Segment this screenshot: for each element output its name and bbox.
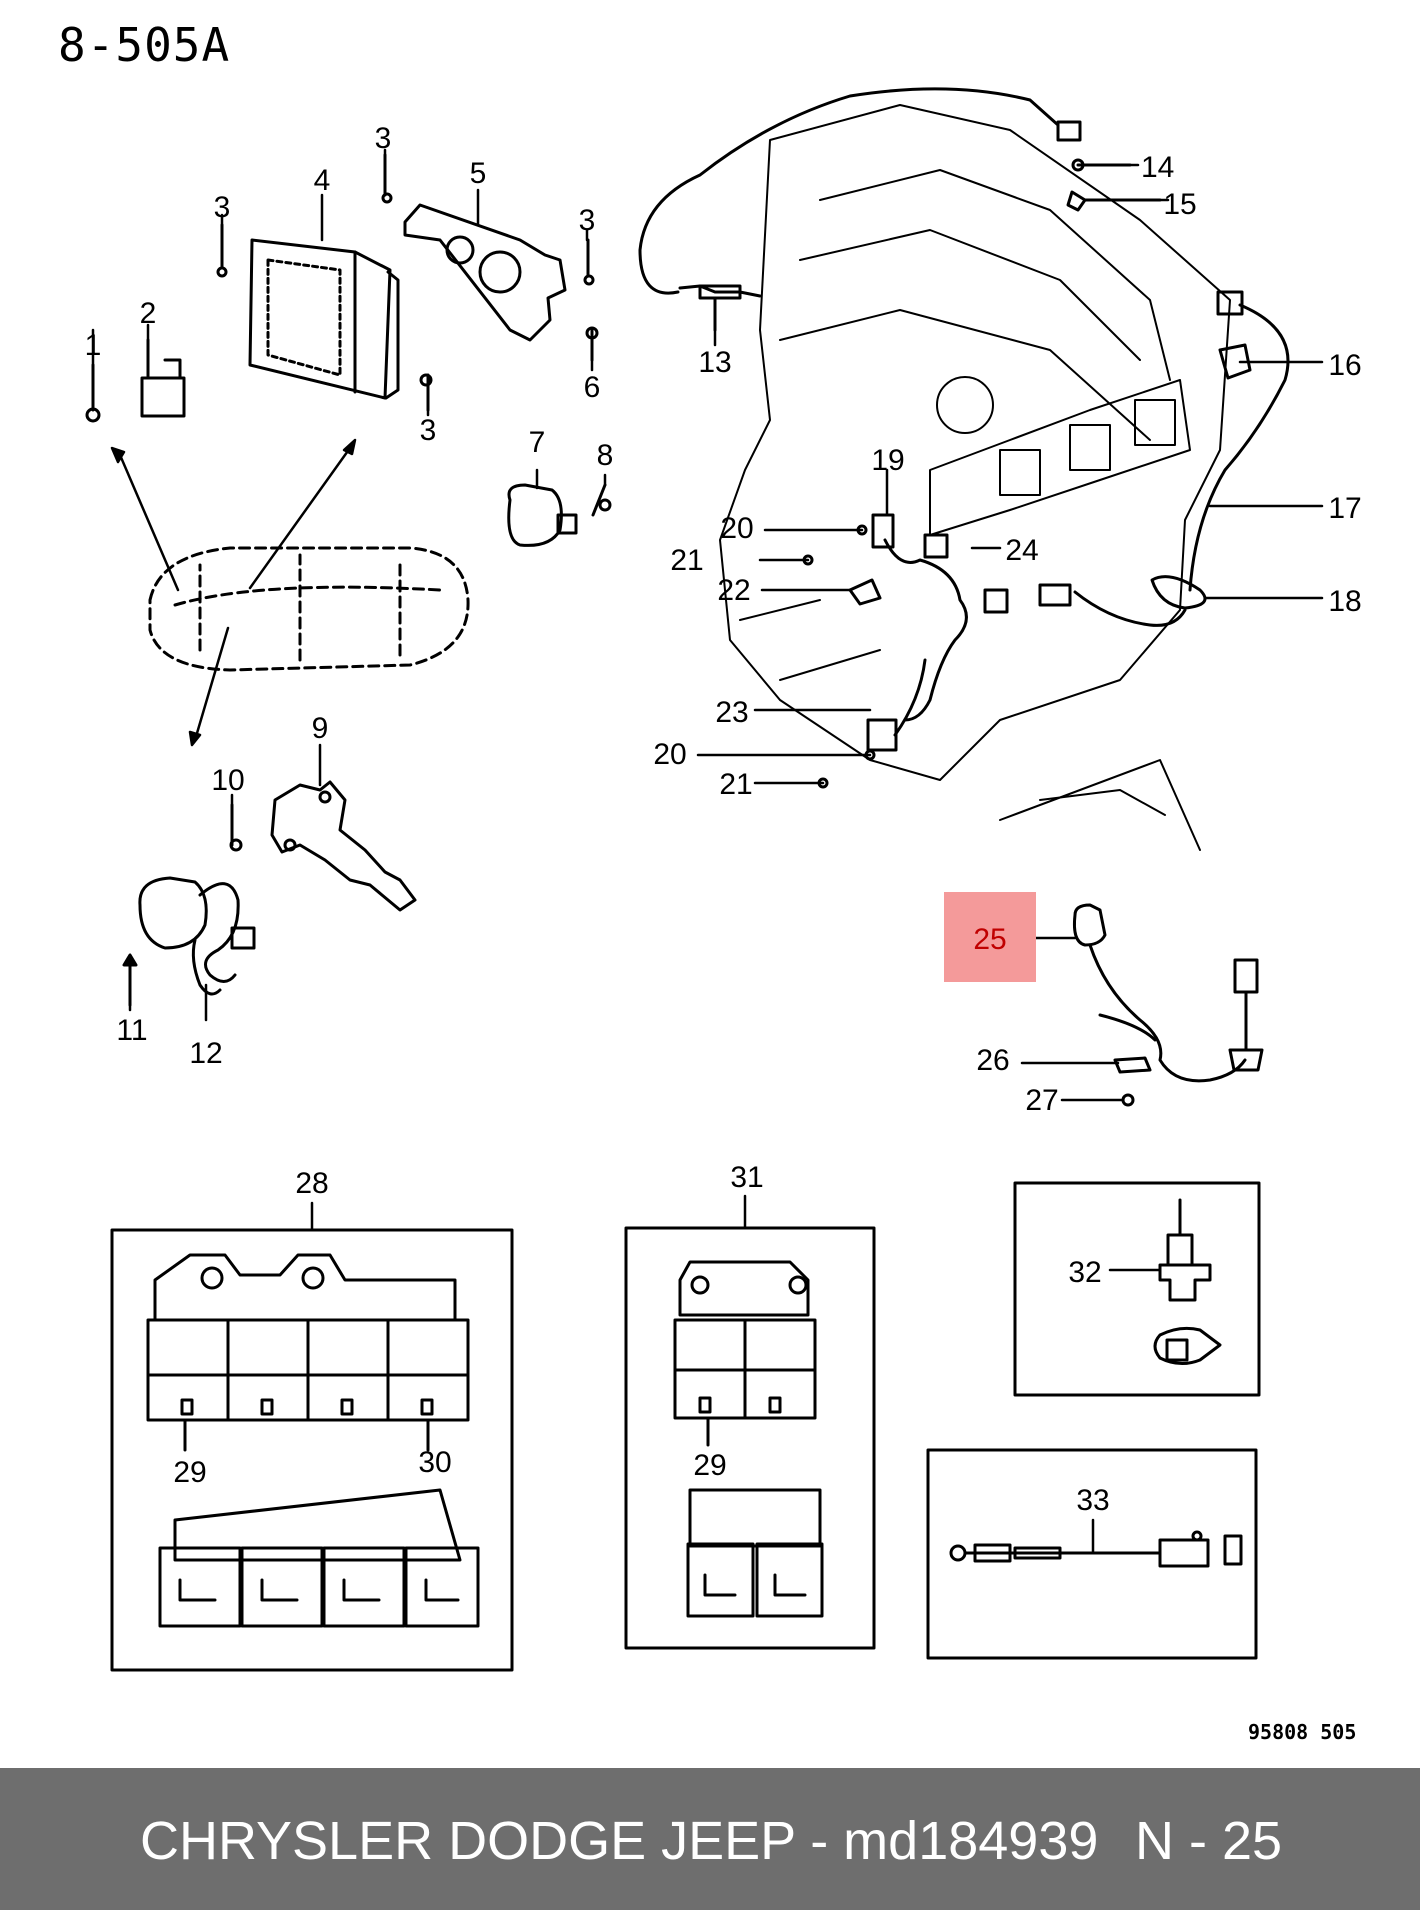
callout-9: 9 <box>312 712 329 745</box>
callout-3c: 3 <box>579 204 596 237</box>
engine-illustration <box>719 104 1231 851</box>
highlight-box <box>944 892 1036 982</box>
callout-29a: 29 <box>173 1456 206 1489</box>
screw-part-6 <box>585 326 599 362</box>
callout-28: 28 <box>295 1167 328 1200</box>
relay-group-part-28 <box>110 1228 514 1672</box>
callout-12: 12 <box>189 1037 222 1070</box>
callout-5: 5 <box>470 157 487 190</box>
screw-part-1 <box>85 363 101 423</box>
callout-23: 23 <box>715 696 748 729</box>
callout-31: 31 <box>730 1161 763 1194</box>
callout-3a: 3 <box>214 191 231 224</box>
leader-lines <box>91 148 1324 1555</box>
callout-18: 18 <box>1328 585 1361 618</box>
sensors-part-19-24 <box>848 513 1009 752</box>
sensor-detail-part-32 <box>1013 1181 1261 1397</box>
footer-brand-part-number: CHRYSLER DODGE JEEP - md184939 <box>140 1811 1099 1871</box>
callout-22: 22 <box>717 574 750 607</box>
callout-3b: 3 <box>375 122 392 155</box>
callout-2: 2 <box>140 297 157 330</box>
callout-26: 26 <box>976 1044 1009 1077</box>
callout-13: 13 <box>698 346 731 379</box>
sensor-detail-part-33 <box>926 1448 1258 1660</box>
harness-part-16-17-18 <box>1038 290 1290 627</box>
callout-30: 30 <box>418 1446 451 1479</box>
bolts-part-20-21 <box>802 524 876 789</box>
callout-15: 15 <box>1163 188 1196 221</box>
screw-part-14 <box>1071 158 1132 172</box>
callout-10: 10 <box>211 764 244 797</box>
callout-16: 16 <box>1328 349 1361 382</box>
relay-group-part-31 <box>624 1226 876 1650</box>
clip-part-15 <box>1066 190 1162 212</box>
screw-part-10 <box>229 803 243 852</box>
callout-32: 32 <box>1068 1256 1101 1289</box>
page-code: 8-505A <box>58 18 231 72</box>
relay-part-2 <box>140 338 186 418</box>
callout-24: 24 <box>1005 534 1038 567</box>
bracket-part-9 <box>270 780 417 912</box>
footer-bar: CHRYSLER DODGE JEEP - md184939 N - 25 <box>0 1768 1420 1910</box>
callout-21b: 21 <box>719 768 752 801</box>
callout-17: 17 <box>1328 492 1361 525</box>
callout-20a: 20 <box>720 512 753 545</box>
callout-20b: 20 <box>653 738 686 771</box>
screw-part-8 <box>591 483 612 517</box>
vehicle-outline <box>148 546 470 672</box>
callout-33: 33 <box>1076 1484 1109 1517</box>
bracket-part-5 <box>403 203 567 342</box>
screw-part-11 <box>122 953 138 1007</box>
control-unit-part-4 <box>248 238 400 400</box>
screws-part-3 <box>216 153 595 412</box>
callout-8: 8 <box>597 439 614 472</box>
callout-7: 7 <box>529 426 546 459</box>
callout-25: 25 <box>973 923 1006 956</box>
sensor-part-12 <box>138 876 256 996</box>
callout-11: 11 <box>116 1014 147 1047</box>
callout-21a: 21 <box>670 544 703 577</box>
sensor-assembly-part-25 <box>1073 903 1264 1107</box>
callout-1: 1 <box>85 329 102 362</box>
callout-27: 27 <box>1025 1084 1058 1117</box>
drawing-code: 95808 505 <box>1248 1720 1357 1744</box>
parts-diagram: 1 2 3 3 3 3 4 5 6 7 8 9 10 11 12 13 14 1… <box>85 87 1362 1672</box>
footer-position-number: N - 25 <box>1135 1811 1283 1871</box>
callout-6: 6 <box>584 371 601 404</box>
callout-4: 4 <box>314 164 331 197</box>
callout-29b: 29 <box>693 1449 726 1482</box>
sensor-part-7 <box>507 483 578 547</box>
callout-14: 14 <box>1141 151 1174 184</box>
callout-3d: 3 <box>420 414 437 447</box>
oxygen-sensor-part-13 <box>638 87 1082 332</box>
location-arrows <box>110 438 357 747</box>
callout-19: 19 <box>871 444 904 477</box>
